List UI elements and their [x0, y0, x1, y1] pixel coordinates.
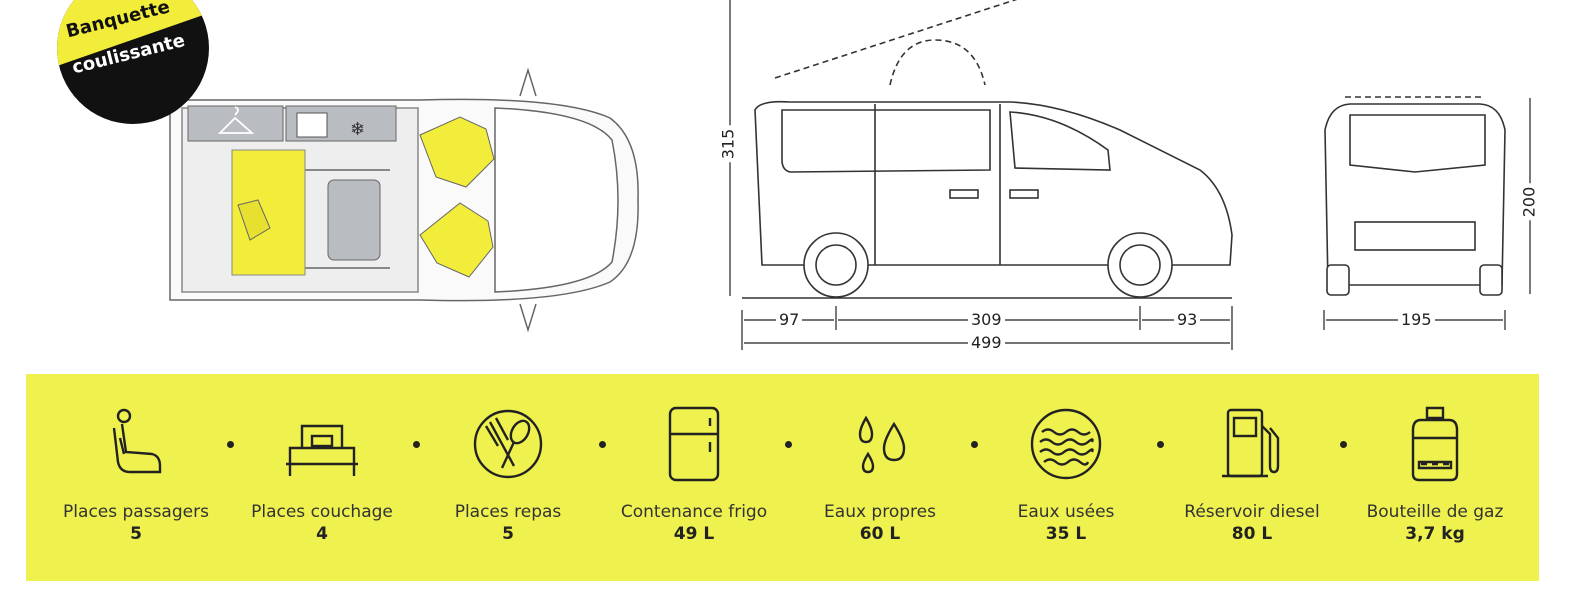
- dim-rear-overhang: 97: [776, 311, 803, 329]
- table: [327, 179, 381, 261]
- spec-band: Places passagers 5 Places couchage 4 Pla…: [26, 374, 1539, 581]
- dim-height-rear: 200: [1519, 183, 1539, 221]
- fuel-pump-icon: [1222, 408, 1280, 478]
- spec-value: 5: [502, 524, 514, 544]
- van-drawings: ❄: [169, 0, 1531, 350]
- spec-label: Places repas: [454, 502, 562, 522]
- fork-spoon-icon: [473, 409, 543, 479]
- separator-dot: [599, 441, 606, 448]
- spec-value: 60 L: [859, 524, 901, 544]
- separator-dot: [1157, 441, 1164, 448]
- separator-dot: [413, 441, 420, 448]
- spec-label: Contenance frigo: [620, 502, 768, 522]
- spec-value: 35 L: [1045, 524, 1087, 544]
- spec-label: Bouteille de gaz: [1366, 502, 1504, 522]
- separator-dot: [785, 441, 792, 448]
- spec-label: Places passagers: [63, 502, 209, 522]
- waste-water-icon: [1030, 408, 1102, 480]
- spec-value: 49 L: [673, 524, 715, 544]
- van-side-view: [742, 0, 1233, 299]
- front-seat-top: [419, 116, 495, 188]
- spec-label: Eaux propres: [824, 502, 936, 522]
- dim-front-overhang: 93: [1174, 311, 1201, 329]
- badge-disc: [57, 0, 209, 124]
- spec-item-fresh-water: Eaux propres 60 L: [795, 374, 965, 581]
- separator-dot: [227, 441, 234, 448]
- wardrobe: [187, 105, 284, 142]
- water-drops-icon: [858, 415, 906, 474]
- spec-value: 4: [316, 524, 328, 544]
- separator-dot: [971, 441, 978, 448]
- front-seat-bottom: [419, 202, 494, 278]
- spec-item-waste-water: Eaux usées 35 L: [981, 374, 1151, 581]
- sliding-bench-badge: Banquette coulissante: [54, 0, 212, 124]
- seat-icon: [112, 408, 162, 474]
- spec-item-passengers: Places passagers 5: [51, 374, 221, 581]
- gas-bottle-icon: [1411, 406, 1459, 482]
- spec-value: 80 L: [1231, 524, 1273, 544]
- spec-item-diesel: Réservoir diesel 80 L: [1167, 374, 1337, 581]
- spec-label: Places couchage: [251, 502, 393, 522]
- hanger-icon: [217, 106, 255, 134]
- spec-item-meals: Places repas 5: [423, 374, 593, 581]
- dim-width: 195: [1398, 311, 1435, 329]
- spec-label: Eaux usées: [1017, 502, 1115, 522]
- dim-height-side: 315: [718, 125, 738, 163]
- fridge-icon: [668, 406, 720, 482]
- dim-total-length: 499: [968, 334, 1005, 352]
- spec-value: 3,7 kg: [1405, 524, 1465, 544]
- spec-item-sleeping: Places couchage 4: [237, 374, 407, 581]
- spec-label: Réservoir diesel: [1184, 502, 1320, 522]
- svg-text:❄: ❄: [350, 119, 365, 140]
- van-rear-view: [1324, 96, 1506, 296]
- spec-item-fridge: Contenance frigo 49 L: [609, 374, 779, 581]
- separator-dot: [1340, 441, 1347, 448]
- bed-icon: [286, 424, 358, 476]
- spec-item-gas: Bouteille de gaz 3,7 kg: [1350, 374, 1520, 581]
- dim-wheelbase: 309: [968, 311, 1005, 329]
- spec-value: 5: [130, 524, 142, 544]
